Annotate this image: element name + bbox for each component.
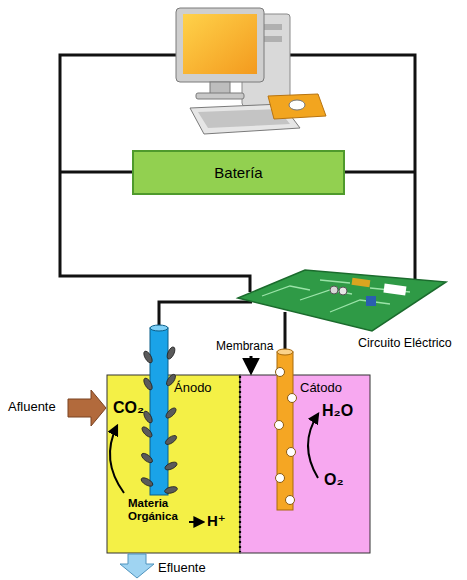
bubble (286, 496, 295, 505)
pointer-arrow (250, 356, 253, 372)
bacteria (140, 346, 178, 495)
proton-arrow (189, 521, 203, 523)
node-title: Batería (214, 164, 262, 181)
bubble (276, 368, 285, 377)
bubble (288, 394, 297, 403)
inflow-arrow (68, 390, 106, 426)
battery-box: Batería (132, 150, 345, 195)
bacterium (164, 434, 178, 446)
bacterium (140, 476, 154, 488)
node-text: H₂O (322, 402, 353, 420)
node-text: CO₂ (113, 399, 144, 417)
node-title: Ánodo (174, 381, 212, 396)
reaction-arrow (308, 414, 318, 478)
bacterium (164, 461, 178, 472)
bacterium (164, 485, 178, 494)
proton-label: H⁺ (207, 512, 226, 529)
bubble (287, 448, 296, 457)
circuit-label: Circuito Eléctrico (358, 336, 452, 350)
bacterium (164, 406, 177, 419)
inflow-label: Afluente (8, 400, 56, 415)
bacterium (140, 452, 154, 465)
reaction-arrow (110, 426, 124, 493)
bacterium (142, 377, 154, 391)
cathode-chamber-fill (240, 375, 370, 553)
bubbles (275, 368, 297, 505)
circuit-board (238, 270, 446, 331)
cathode-chamber: CátodoH₂O O₂ (240, 375, 370, 553)
node-text: O₂ (324, 471, 344, 489)
bubble (276, 474, 285, 483)
node-title: Cátodo (300, 381, 342, 396)
outflow-arrow (120, 554, 154, 578)
bacterium (142, 350, 154, 364)
computer-icon (176, 8, 326, 134)
bubble (275, 421, 284, 430)
bacterium (140, 425, 153, 439)
bacterium (166, 346, 177, 360)
anode-chamber-fill (107, 375, 240, 553)
outflow-label: Efluente (158, 561, 206, 576)
node-text: Materia Orgánica (128, 497, 190, 523)
membrane (239, 376, 241, 552)
membrane-label: Membrana (216, 340, 273, 354)
